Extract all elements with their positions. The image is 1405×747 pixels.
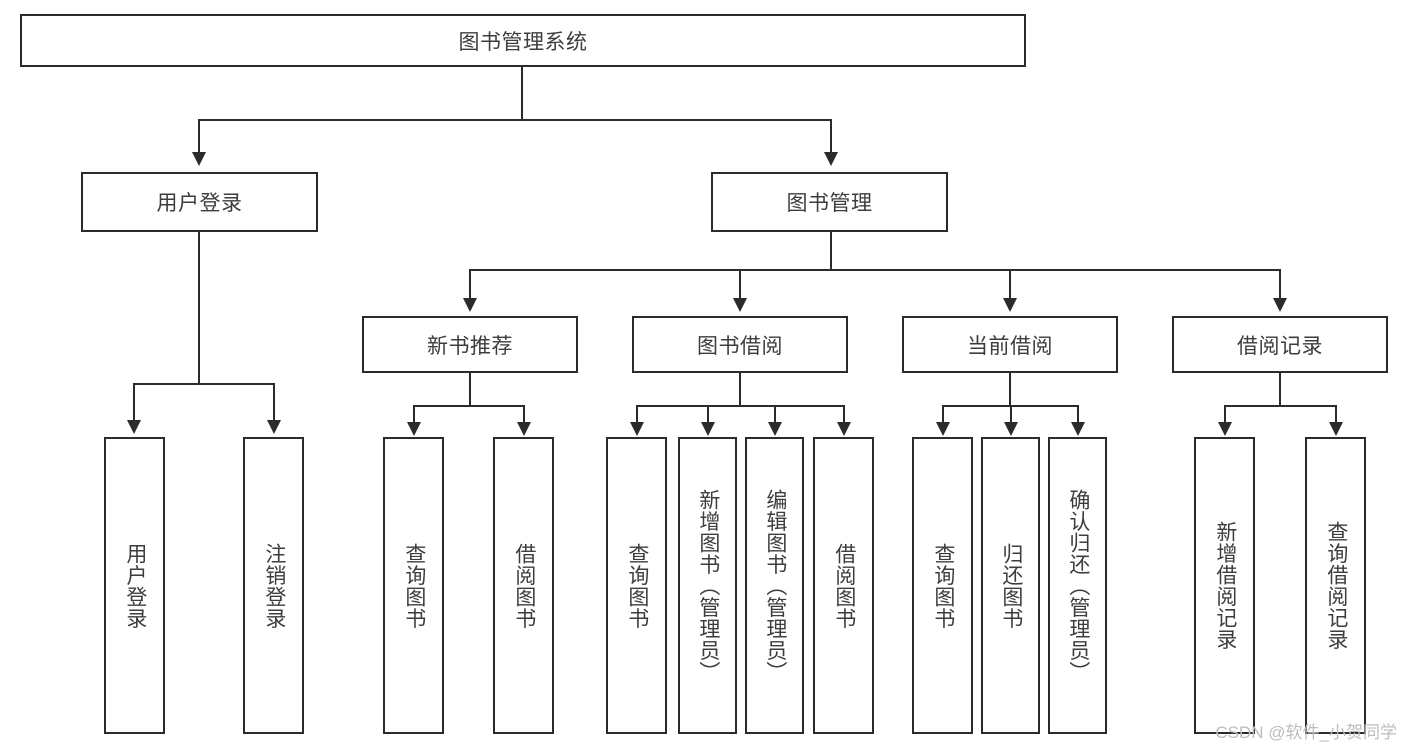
arrowhead-current-borrow [1003,298,1017,312]
connector-book-borrow-trunk [739,373,741,406]
leaf-confirm-return[interactable]: 确认归还（管理员） [1048,437,1107,734]
node-label: 确认归还（管理员） [1066,488,1090,683]
arrowhead-user-login [192,152,206,166]
node-label: 归还图书 [999,542,1023,629]
node-label: 图书管理系统 [458,30,588,54]
node-label: 查询借阅记录 [1324,521,1348,650]
connector-br-drop-1 [1224,405,1226,423]
leaf-borrow-book-1[interactable]: 借阅图书 [493,437,554,734]
connector-cb-drop-1 [942,405,944,423]
connector-br-drop-2 [1335,405,1337,423]
connector-level1-bus [198,119,832,121]
connector-user-login-drop-2 [273,383,275,421]
arrowhead-book-borrow [733,298,747,312]
node-label: 查询图书 [625,542,649,629]
connector-nbr-drop-2 [523,405,525,423]
node-label: 注销登录 [262,542,286,629]
leaf-user-login[interactable]: 用户登录 [104,437,165,734]
connector-borrow-record-bus [1224,405,1337,407]
node-label: 图书借阅 [697,334,783,358]
node-root-book-management-system[interactable]: 图书管理系统 [20,14,1026,67]
node-label: 借阅记录 [1237,334,1323,358]
connector-to-borrow-record [1279,269,1281,299]
leaf-add-book[interactable]: 新增图书（管理员） [678,437,737,734]
connector-to-current-borrow [1009,269,1011,299]
connector-bb-drop-2 [707,405,709,423]
arrowhead-leaf-query-record [1329,422,1343,436]
node-label: 编辑图书（管理员） [763,488,787,683]
arrowhead-leaf-user-logout [267,420,281,434]
arrowhead-new-book-recommend [463,298,477,312]
node-label: 新增借阅记录 [1213,521,1237,650]
arrowhead-leaf-user-login [127,420,141,434]
connector-to-book-borrow [739,269,741,299]
connector-cb-drop-3 [1077,405,1079,423]
leaf-return-book[interactable]: 归还图书 [981,437,1040,734]
node-label: 新增图书（管理员） [696,488,720,683]
connector-borrow-record-trunk [1279,373,1281,406]
connector-to-new-book-recommend [469,269,471,299]
arrowhead-leaf-borrow-book-1 [517,422,531,436]
leaf-borrow-book-2[interactable]: 借阅图书 [813,437,874,734]
node-borrow-record[interactable]: 借阅记录 [1172,316,1388,373]
node-label: 用户登录 [123,542,147,629]
node-label: 借阅图书 [832,542,856,629]
node-user-login[interactable]: 用户登录 [81,172,318,232]
connector-book-manage-trunk [830,232,832,270]
node-label: 当前借阅 [967,334,1053,358]
arrowhead-leaf-borrow-book-2 [837,422,851,436]
leaf-add-record[interactable]: 新增借阅记录 [1194,437,1255,734]
node-label: 查询图书 [931,542,955,629]
node-current-borrow[interactable]: 当前借阅 [902,316,1118,373]
node-label: 借阅图书 [512,542,536,629]
connector-root-trunk [521,67,523,120]
connector-user-login-drop-1 [133,383,135,421]
connector-user-login-trunk [198,232,200,384]
arrowhead-leaf-query-book-1 [407,422,421,436]
connector-book-borrow-bus [636,405,844,407]
arrowhead-book-manage [824,152,838,166]
connector-nbr-drop-1 [413,405,415,423]
connector-level2-bus [469,269,1280,271]
arrowhead-leaf-query-book-3 [936,422,950,436]
connector-bb-drop-1 [636,405,638,423]
connector-bb-drop-4 [843,405,845,423]
node-label: 用户登录 [156,192,243,215]
connector-current-borrow-trunk [1009,373,1011,406]
connector-cb-drop-2 [1010,405,1012,423]
node-book-borrow[interactable]: 图书借阅 [632,316,848,373]
leaf-user-logout[interactable]: 注销登录 [243,437,304,734]
connector-bb-drop-3 [774,405,776,423]
leaf-query-book-2[interactable]: 查询图书 [606,437,667,734]
node-book-manage[interactable]: 图书管理 [711,172,948,232]
arrowhead-leaf-confirm-return [1071,422,1085,436]
leaf-query-book-1[interactable]: 查询图书 [383,437,444,734]
node-new-book-recommend[interactable]: 新书推荐 [362,316,578,373]
leaf-query-book-3[interactable]: 查询图书 [912,437,973,734]
node-label: 查询图书 [402,542,426,629]
node-label: 图书管理 [786,192,873,215]
arrowhead-leaf-query-book-2 [630,422,644,436]
leaf-query-record[interactable]: 查询借阅记录 [1305,437,1366,734]
arrowhead-leaf-edit-book [768,422,782,436]
connector-new-book-recommend-trunk [469,373,471,406]
arrowhead-leaf-return-book [1004,422,1018,436]
arrowhead-leaf-add-record [1218,422,1232,436]
arrowhead-borrow-record [1273,298,1287,312]
arrowhead-leaf-add-book [701,422,715,436]
connector-new-book-recommend-bus [413,405,525,407]
connector-to-book-manage [830,119,832,154]
connector-user-login-bus [133,383,275,385]
connector-to-user-login [198,119,200,154]
leaf-edit-book[interactable]: 编辑图书（管理员） [745,437,804,734]
node-label: 新书推荐 [427,334,513,358]
